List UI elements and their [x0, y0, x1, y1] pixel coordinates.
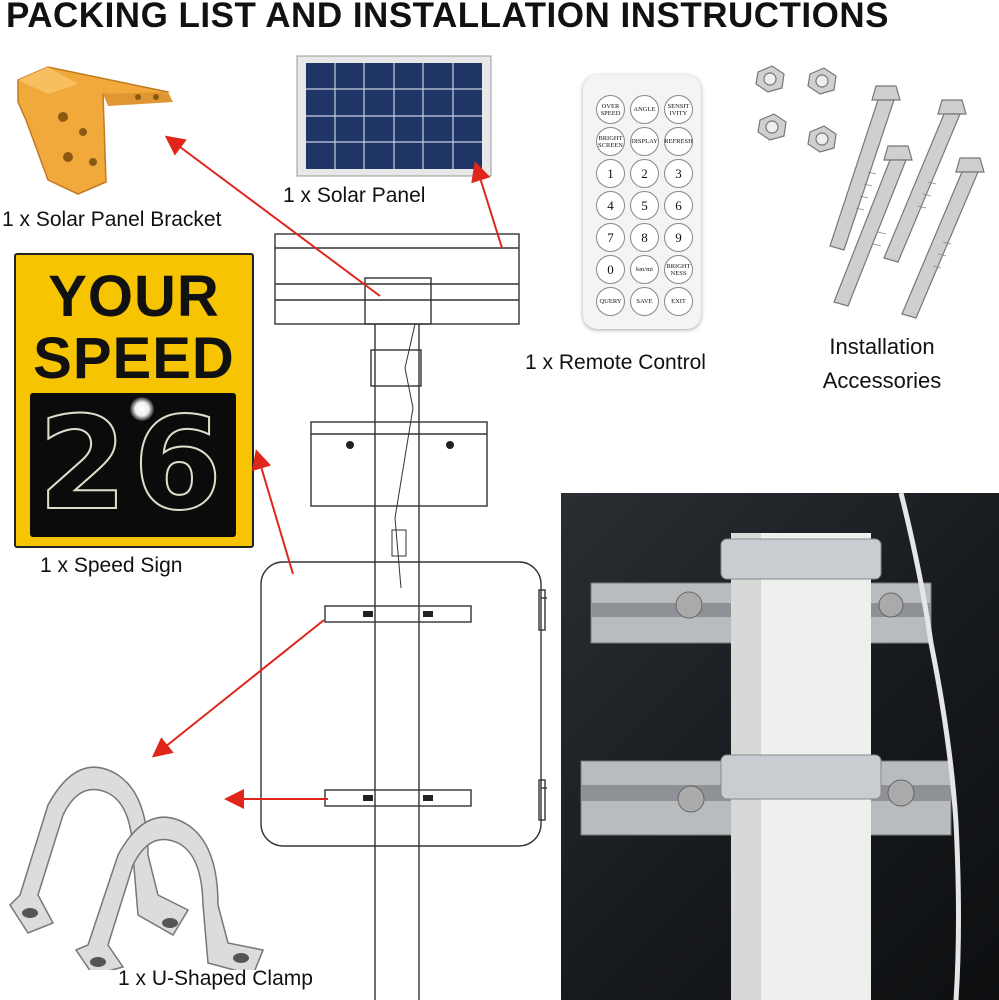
- remote-button: SAVE: [630, 287, 659, 316]
- remote-button: 3: [664, 159, 693, 188]
- remote-control-label: 1 x Remote Control: [525, 351, 706, 374]
- installation-accessories-image: [755, 65, 985, 319]
- sign-line-your: YOUR: [48, 264, 220, 329]
- remote-button: 4: [596, 191, 625, 220]
- installation-photo: [561, 493, 999, 1000]
- remote-button: 5: [630, 191, 659, 220]
- sign-radar-light: [130, 397, 154, 421]
- remote-button: DISPLAY: [630, 127, 659, 156]
- remote-button: 0: [596, 255, 625, 284]
- solar-panel-label: 1 x Solar Panel: [283, 184, 426, 207]
- installation-accessories-line1: Installation: [829, 334, 935, 359]
- remote-button: BRIGHT NESS: [664, 255, 693, 284]
- remote-button: 8: [630, 223, 659, 252]
- sign-line-speed: SPEED: [33, 326, 235, 391]
- remote-button: 9: [664, 223, 693, 252]
- remote-button: OVER SPEED: [596, 95, 625, 124]
- sign-led-screen: 26: [30, 390, 236, 539]
- remote-button: BRIGHT SCREEN: [596, 127, 625, 156]
- solar-panel-bracket-label: 1 x Solar Panel Bracket: [2, 208, 222, 231]
- speed-sign-image: YOUR SPEED 26: [14, 253, 254, 548]
- remote-button: km/mi: [630, 255, 659, 284]
- remote-button: REFRESH: [664, 127, 693, 156]
- speed-sign-label: 1 x Speed Sign: [40, 554, 183, 577]
- remote-button: 6: [664, 191, 693, 220]
- installation-diagram: [260, 233, 547, 1000]
- remote-button: QUERY: [596, 287, 625, 316]
- u-shaped-clamp-label: 1 x U-Shaped Clamp: [118, 967, 313, 990]
- solar-panel-bracket-image: [17, 66, 173, 195]
- remote-button: 1: [596, 159, 625, 188]
- remote-button: 2: [630, 159, 659, 188]
- sign-speed-readout: 26: [37, 390, 229, 539]
- installation-accessories-line2: Accessories: [822, 368, 942, 393]
- remote-button: EXIT: [664, 287, 693, 316]
- remote-button: ANGLE: [630, 95, 659, 124]
- u-shaped-clamp-image: [9, 766, 265, 970]
- page-title: PACKING LIST AND INSTALLATION INSTRUCTIO…: [6, 0, 889, 35]
- installation-accessories-label: Installation Accessories: [796, 330, 968, 398]
- installation-photo-drawing: [580, 493, 961, 1000]
- remote-button: SENSIT IVITY: [664, 95, 693, 124]
- solar-panel-image: [296, 55, 492, 177]
- remote-button: 7: [596, 223, 625, 252]
